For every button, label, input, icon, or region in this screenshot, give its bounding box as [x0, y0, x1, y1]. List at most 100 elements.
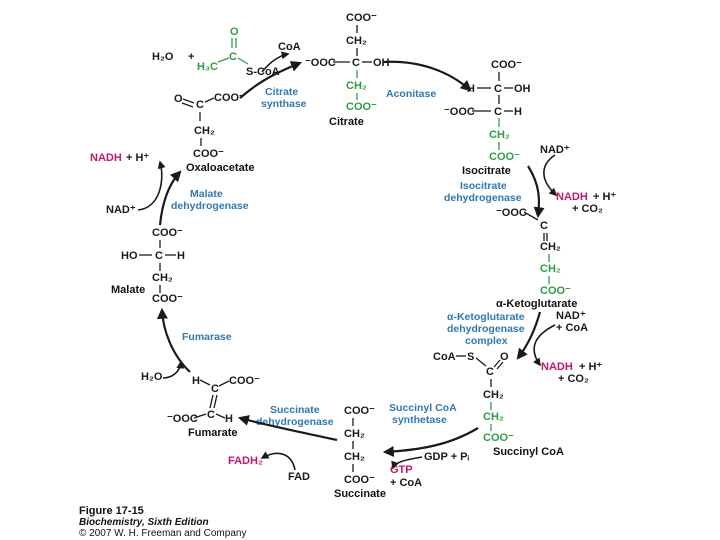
succinyl-coa-ch2-green: CH₂ [483, 411, 504, 423]
succinate-coo-top: COO⁻ [344, 405, 375, 417]
succinyl-coa-label: Succinyl CoA [493, 446, 564, 458]
malate-ho: HO [121, 250, 138, 262]
caption-copyright: © 2007 W. H. Freeman and Company [79, 528, 246, 539]
malate-structure: COO⁻ HO C H CH₂ COO⁻ Malate [111, 227, 185, 305]
isocitrate-dh-label: Isocitrate dehydrogenase [444, 180, 522, 204]
fumarate-coo: COO⁻ [229, 375, 260, 387]
nad-malate: NAD⁺ [106, 204, 136, 216]
co2-akg: + CO₂ [558, 373, 589, 385]
isocitrate-dh-line2: dehydrogenase [444, 192, 522, 204]
arrow-fad [260, 451, 296, 471]
citrate-c: C [352, 57, 360, 69]
succinate-dh-label: Succinate dehydrogenase [256, 404, 334, 428]
nadh-akg: NADH [541, 361, 573, 373]
akg-ch2: CH₂ [540, 241, 561, 253]
fumarase-label: Fumarase [182, 331, 232, 343]
citrate-label: Citrate [329, 116, 364, 128]
arrow-to-succinate [382, 427, 479, 457]
arrow-nad-isocitrate [543, 154, 558, 197]
fumarate-ooc: ⁻OOC [167, 413, 198, 425]
akg-dh-line3: complex [465, 335, 508, 347]
oxaloacetate-coo-top: COO⁻ [214, 92, 245, 104]
arrow-to-succinyl-coa [516, 311, 542, 360]
oxaloacetate-ch2: CH₂ [194, 125, 215, 137]
fumarate-structure: H C COO⁻ C ⁻OOC H Fumarate [167, 375, 260, 439]
succinate-structure: COO⁻ CH₂ CH₂ COO⁻ Succinate [334, 405, 386, 500]
h-akg: + H⁺ [579, 361, 602, 373]
coa-released: CoA [278, 41, 301, 53]
isocitrate-ooc: ⁻OOC [444, 106, 475, 118]
oxaloacetate-c: C [196, 99, 204, 111]
acetyl-coa-structure: H₂O + O C H₃C S-CoA [152, 26, 280, 78]
synthetase-line1: Succinyl CoA [389, 402, 457, 414]
fadh2: FADH₂ [228, 455, 263, 467]
isocitrate-c2: C [494, 106, 502, 118]
citrate-ooc: ⁻OOC [305, 57, 336, 69]
succinate-label: Succinate [334, 488, 386, 500]
arrow-gtp-out [391, 456, 423, 470]
malate-h: H [177, 250, 185, 262]
oxaloacetate-structure: O C COO⁻ CH₂ COO⁻ Oxaloacetate [174, 92, 254, 174]
citrate-synthase-label: Citrate synthase [261, 86, 307, 110]
isocitrate-coo-top: COO⁻ [491, 59, 522, 71]
akg-dh-line1: α-Ketoglutarate [447, 311, 525, 323]
oxaloacetate-coo-bottom: COO⁻ [193, 148, 224, 160]
h2o-plus: + [188, 51, 194, 63]
akg-dh-label: α-Ketoglutarate dehydrogenase complex [447, 311, 525, 347]
malate-ch2: CH₂ [152, 272, 173, 284]
isocitrate-h: H [467, 83, 475, 95]
acetyl-h3c: H₃C [197, 61, 218, 73]
synthetase-line2: synthetase [392, 414, 447, 426]
coa-akg: + CoA [556, 322, 588, 334]
malate-coo-bottom: COO⁻ [152, 293, 183, 305]
succinyl-coa-ch2: CH₂ [483, 389, 504, 401]
succinate-dh-line2: dehydrogenase [256, 416, 334, 428]
malate-c: C [155, 250, 163, 262]
citrate-structure: COO⁻ CH₂ ⁻OOC C OH CH₂ COO⁻ Citrate [305, 12, 390, 128]
malate-dh-line1: Malate [190, 188, 223, 200]
arrow-coa-out [261, 51, 290, 73]
isocitrate-coo-green: COO⁻ [489, 151, 520, 163]
fumarate-h-top: H [192, 375, 200, 387]
fumarate-h-bottom: H [225, 413, 233, 425]
succinyl-coa-o: O [500, 351, 509, 363]
isocitrate-ch2: CH₂ [489, 129, 510, 141]
citrate-coo-green: COO⁻ [346, 101, 377, 113]
nad-akg: NAD⁺ [556, 310, 586, 322]
akg-ch2-green: CH₂ [540, 263, 561, 275]
oxaloacetate-o: O [174, 93, 183, 105]
akg-structure: ⁻OOC C CH₂ CH₂ COO⁻ α-Ketoglutarate [496, 207, 577, 310]
oxaloacetate-label: Oxaloacetate [186, 162, 254, 174]
succinyl-coa-structure: CoA S C O CH₂ CH₂ COO⁻ Succinyl CoA [433, 351, 564, 458]
arrow-to-malate [156, 307, 191, 373]
citrate-synthase-line2: synthase [261, 98, 307, 110]
isocitrate-h2: H [514, 106, 522, 118]
arrow-to-akg [527, 165, 545, 219]
citrate-synthase-line1: Citrate [265, 86, 298, 98]
nadh-isocitrate: NADH [556, 191, 588, 203]
arrow-h2o-fumarase [162, 360, 185, 379]
caption-figure: Figure 17-15 [79, 505, 144, 517]
figure-caption: Figure 17-15 Biochemistry, Sixth Edition… [79, 505, 246, 539]
acetyl-o: O [230, 26, 239, 38]
fumarate-label: Fumarate [188, 427, 238, 439]
isocitrate-dh-line1: Isocitrate [460, 180, 507, 192]
arrow-nad-malate [137, 160, 166, 211]
nad-isocitrate: NAD⁺ [540, 144, 570, 156]
caption-book: Biochemistry, Sixth Edition [79, 517, 209, 528]
arrow-to-isocitrate [382, 60, 472, 92]
isocitrate-structure: COO⁻ H C OH ⁻OOC C H CH₂ COO⁻ Isocitrate [444, 59, 531, 177]
malate-dh-line2: dehydrogenase [171, 200, 249, 212]
h-malate: + H⁺ [126, 152, 149, 164]
arrow-nad-akg [533, 324, 556, 367]
acetyl-c: C [229, 51, 237, 63]
succinyl-coa-c: C [486, 366, 494, 378]
h2o-top: H₂O [152, 51, 174, 63]
citrate-ch2-top: CH₂ [346, 35, 367, 47]
akg-label: α-Ketoglutarate [496, 298, 577, 310]
succinate-ch2-2: CH₂ [344, 451, 365, 463]
malate-coo-top: COO⁻ [152, 227, 183, 239]
malate-label: Malate [111, 284, 145, 296]
coa-gtp: + CoA [390, 477, 422, 489]
h2o-fumarase: H₂O [141, 371, 163, 383]
